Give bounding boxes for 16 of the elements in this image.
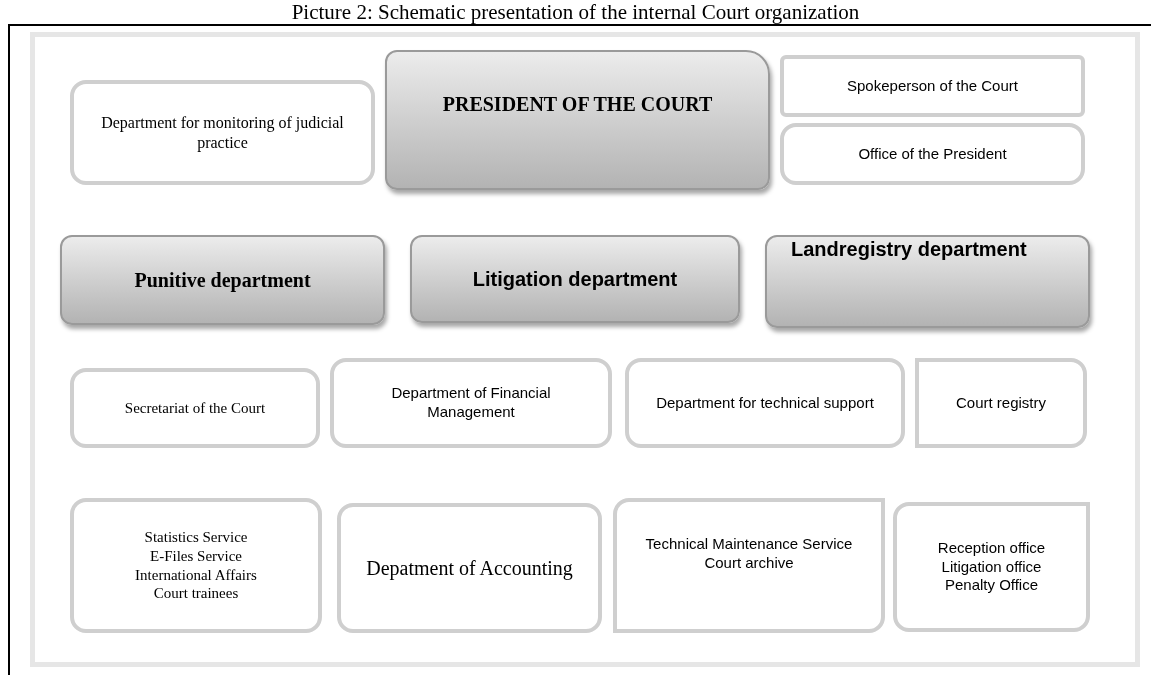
unit-box: Secretariat of the Court bbox=[70, 368, 320, 448]
diagram-title: Picture 2: Schematic presentation of the internal Court organization bbox=[290, 0, 861, 24]
unit-box: Department for monitoring of judicial practice bbox=[70, 80, 375, 185]
unit-box: Court registry bbox=[915, 358, 1087, 448]
heading-box: Punitive department bbox=[60, 235, 385, 325]
unit-box: Office of the President bbox=[780, 123, 1085, 185]
unit-box: Depatment of Accounting bbox=[337, 503, 602, 633]
heading-box: PRESIDENT OF THE COURT bbox=[385, 50, 770, 190]
unit-box: Reception office Litigation office Penalty Office bbox=[893, 502, 1090, 632]
heading-box: Landregistry department bbox=[765, 235, 1090, 328]
unit-box: Spokeperson of the Court bbox=[780, 55, 1085, 117]
unit-box: Statistics Service E-Files Service International Affairs Court trainees bbox=[70, 498, 322, 633]
unit-box: Department of Financial Management bbox=[330, 358, 612, 448]
unit-box: Technical Maintenance Service Court archive bbox=[613, 498, 885, 633]
heading-box: Litigation department bbox=[410, 235, 740, 323]
unit-box: Department for technical support bbox=[625, 358, 905, 448]
